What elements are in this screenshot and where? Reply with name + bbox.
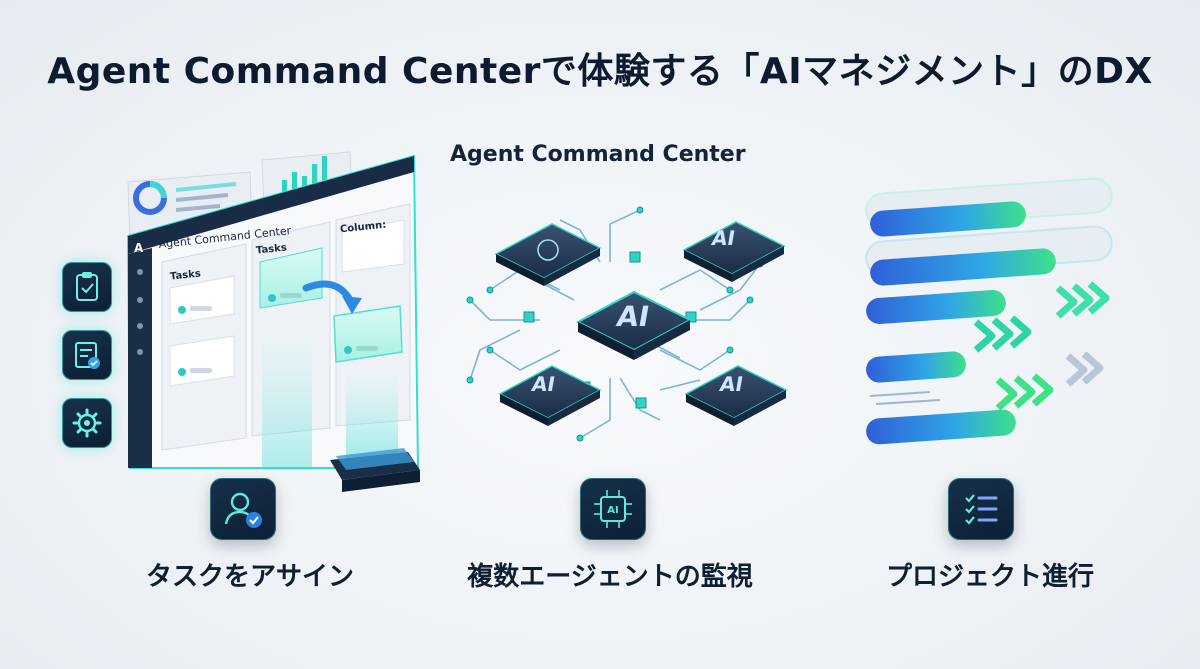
chip-top-left [494,223,602,286]
chip-center [575,290,693,360]
svg-text:A: A [134,241,144,255]
chip-label: AI [717,372,746,396]
dashboard-window: A [126,154,420,492]
clipboard-icon [62,262,112,312]
chip-bottom-left [498,365,602,426]
ai-chip-icon: AI [580,478,646,540]
checklist-icon [948,478,1014,540]
chip-label: AI [529,372,558,396]
chip-bottom-right [684,365,788,426]
document-check-icon [62,330,112,380]
chevrons [973,281,1110,411]
feature-label-monitor: 複数エージェントの監視 [467,562,753,592]
chip-label: AI [709,226,738,250]
chip-top-right [682,221,786,282]
user-check-icon [210,478,276,540]
center-heading: Agent Command Center [450,142,746,167]
chip-label: AI [614,300,653,333]
feature-label-assign: タスクをアサイン [145,562,354,592]
feature-label-progress: プロジェクト進行 [885,562,1094,592]
svg-text:AI: AI [607,505,618,516]
gear-icon [62,398,112,448]
page-title: Agent Command Centerで体験する「AIマネジメント」のDX [47,51,1153,92]
progress-bars [865,177,1113,445]
ai-network [469,209,761,439]
